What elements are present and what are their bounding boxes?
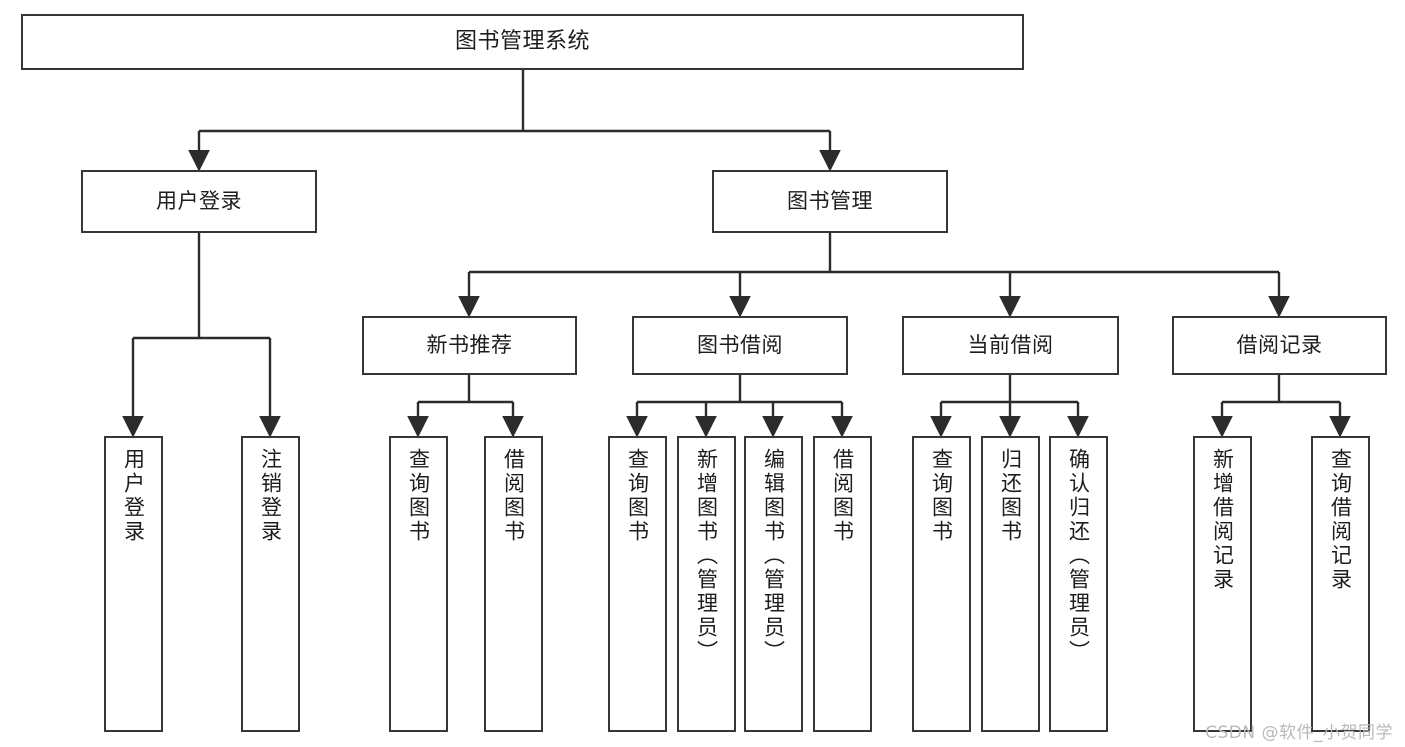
node-leaf-borrow-book[interactable]: 借阅图书	[813, 436, 872, 732]
node-leaf-query-borrow-record[interactable]: 查询借阅记录	[1311, 436, 1370, 732]
node-leaf-logout[interactable]: 注销登录	[241, 436, 300, 732]
node-new-book-rec[interactable]: 新书推荐	[362, 316, 577, 375]
node-user-login[interactable]: 用户登录	[81, 170, 317, 233]
node-leaf-query-book-rec[interactable]: 查询图书	[389, 436, 448, 732]
node-borrow-record[interactable]: 借阅记录	[1172, 316, 1387, 375]
node-leaf-add-book-admin[interactable]: 新增图书（管理员）	[677, 436, 736, 732]
node-leaf-return-book[interactable]: 归还图书	[981, 436, 1040, 732]
node-label: 查询借阅记录	[1328, 448, 1353, 592]
node-label: 查询图书	[625, 448, 650, 544]
node-leaf-user-login[interactable]: 用户登录	[104, 436, 163, 732]
node-label: 新增图书（管理员）	[694, 448, 719, 664]
node-label: 借阅记录	[1236, 333, 1323, 358]
node-label: 借阅图书	[501, 448, 526, 544]
node-label: 新书推荐	[426, 333, 513, 358]
node-leaf-query-book-current[interactable]: 查询图书	[912, 436, 971, 732]
node-label: 确认归还（管理员）	[1066, 448, 1091, 664]
node-label: 编辑图书（管理员）	[761, 448, 786, 664]
node-label: 借阅图书	[830, 448, 855, 544]
node-label: 查询图书	[406, 448, 431, 544]
node-book-borrow[interactable]: 图书借阅	[632, 316, 848, 375]
node-label: 注销登录	[258, 448, 283, 544]
node-book-manage[interactable]: 图书管理	[712, 170, 948, 233]
watermark: CSDN @软件_小贺同学	[1205, 723, 1393, 743]
node-leaf-confirm-return-admin[interactable]: 确认归还（管理员）	[1049, 436, 1108, 732]
node-leaf-edit-book-admin[interactable]: 编辑图书（管理员）	[744, 436, 803, 732]
node-leaf-borrow-book-rec[interactable]: 借阅图书	[484, 436, 543, 732]
node-current-borrow[interactable]: 当前借阅	[902, 316, 1119, 375]
node-leaf-add-borrow-record[interactable]: 新增借阅记录	[1193, 436, 1252, 732]
node-label: 新增借阅记录	[1210, 448, 1235, 592]
node-label: 图书管理	[787, 189, 873, 214]
node-leaf-query-book-borrow[interactable]: 查询图书	[608, 436, 667, 732]
node-label: 用户登录	[156, 189, 242, 214]
node-label: 用户登录	[121, 448, 146, 544]
node-label: 归还图书	[998, 448, 1023, 544]
node-label: 图书管理系统	[454, 29, 590, 55]
node-root[interactable]: 图书管理系统	[21, 14, 1024, 70]
node-label: 图书借阅	[697, 333, 783, 358]
node-label: 当前借阅	[967, 333, 1054, 358]
node-label: 查询图书	[929, 448, 954, 544]
